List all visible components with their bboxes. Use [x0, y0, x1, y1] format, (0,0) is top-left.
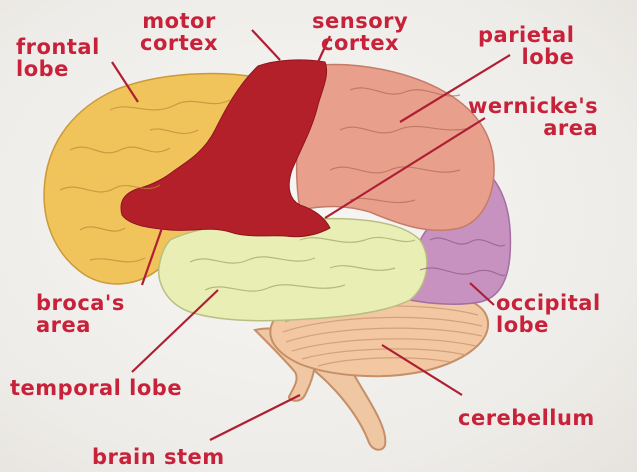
motor-cortex-pointer — [252, 30, 280, 60]
cerebellum-label: cerebellum — [458, 407, 595, 429]
brain-stem-pointer — [210, 395, 300, 440]
sensory-cortex-label: sensory cortex — [312, 10, 408, 54]
brocas-area-label: broca's area — [36, 292, 125, 336]
temporal-lobe-label: temporal lobe — [10, 377, 182, 399]
parietal-lobe-label: parietal lobe — [478, 24, 574, 68]
frontal-lobe-label: frontal lobe — [16, 36, 100, 80]
wernickes-area-label: wernicke's area — [468, 95, 598, 139]
parietal-lobe-region — [297, 64, 494, 230]
occipital-lobe-label: occipital lobe — [496, 292, 601, 336]
brain-stem-label: brain stem — [92, 446, 225, 468]
motor-cortex-label: motor cortex — [140, 10, 218, 54]
